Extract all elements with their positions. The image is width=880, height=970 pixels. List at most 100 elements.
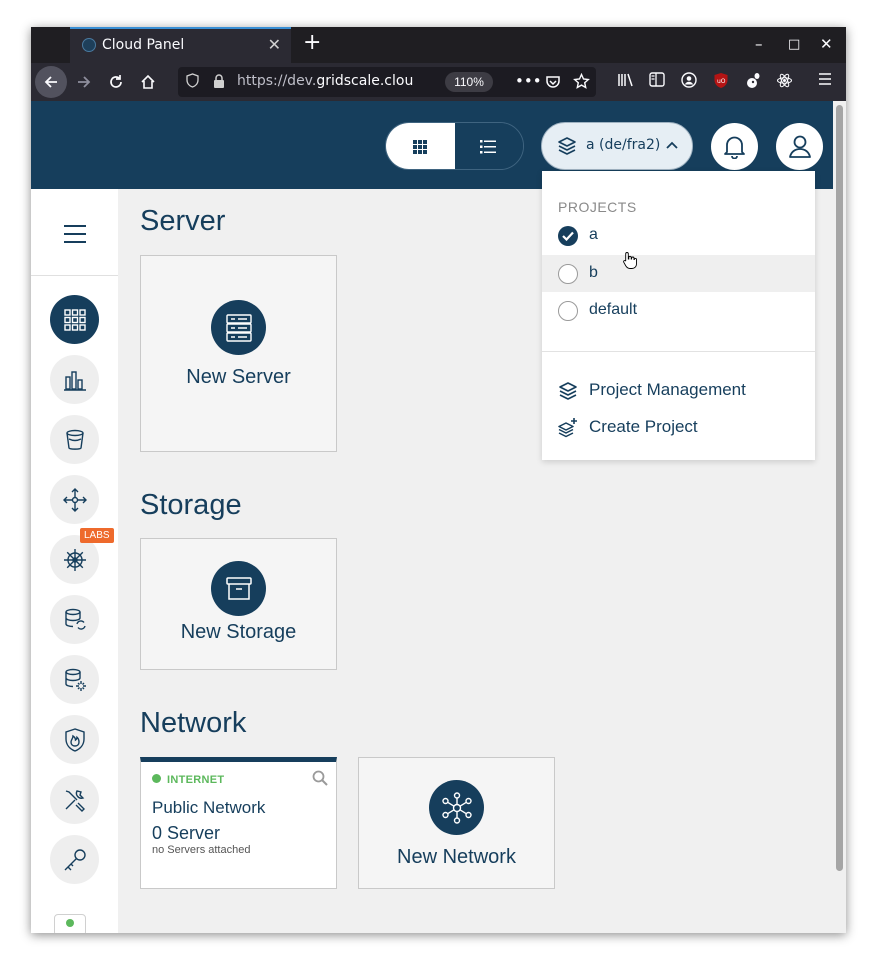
new-network-card[interactable]: New Network [358,757,555,889]
sidebar-item-ssh-keys[interactable] [50,835,99,884]
page-actions-icon[interactable]: ••• [515,72,542,90]
grid-view-button[interactable] [386,123,455,169]
view-toggle [385,122,524,170]
project-selector[interactable]: a (de/fra2) [541,122,693,170]
project-management-label: Project Management [589,380,746,399]
database-spark-icon [64,668,86,691]
user-icon [789,135,811,158]
arrow-left-icon [44,76,57,88]
dropdown-divider [542,351,815,352]
react-devtools-icon[interactable] [776,72,793,89]
back-button[interactable] [35,66,67,98]
project-selector-label: a (de/fra2) [586,137,661,153]
page-scrollbar[interactable] [833,101,846,933]
sidebar-item-object-storage[interactable] [50,415,99,464]
network-server-count: 0 Server [152,823,221,843]
layers-icon [559,382,577,400]
pocket-icon[interactable] [545,74,561,90]
new-storage-label: New Storage [180,621,297,643]
sidebar-item-tools[interactable] [50,775,99,824]
grid-icon [63,308,86,331]
radio-unchecked [558,264,578,284]
checkmark-icon [562,231,574,241]
server-icon [225,313,252,342]
sidebar-item-backups[interactable] [50,595,99,644]
favicon-icon [82,38,96,52]
new-storage-card[interactable]: New Storage [140,538,337,670]
network-icon-circle [429,780,484,835]
url-text: https://dev.gridscale.cloud [237,73,413,89]
library-icon[interactable] [617,72,634,88]
sidebar-item-databases[interactable] [50,655,99,704]
cloud-panel-app: a (de/fra2) [31,101,833,933]
bar-chart-icon [63,370,86,391]
sidebar-toggle-icon[interactable] [649,72,665,87]
ublock-icon[interactable]: uO [713,72,729,89]
tools-icon [65,789,85,812]
app-header: a (de/fra2) [31,101,833,189]
status-dot [66,919,74,927]
new-server-card[interactable]: New Server [140,255,337,452]
shield-icon[interactable] [186,73,199,88]
address-bar[interactable]: https://dev.gridscale.cloud 110% ••• [178,67,596,97]
home-icon [141,74,155,89]
public-network-card[interactable]: INTERNET Public Network 0 Server no Serv… [140,757,337,889]
lock-icon[interactable] [213,74,225,89]
sidebar-item-statistics[interactable] [50,355,99,404]
project-option-label: a [589,226,598,243]
user-profile-button[interactable] [776,123,823,170]
list-view-button[interactable] [455,123,523,169]
sidebar-item-kubernetes[interactable] [50,535,99,584]
zoom-indicator[interactable]: 110% [445,72,493,92]
layers-icon [558,137,576,155]
sidebar-divider [31,275,118,276]
grid-icon [413,140,427,154]
network-move-icon [62,487,87,512]
minimize-button[interactable]: – [755,35,763,53]
bell-icon [724,136,745,159]
browser-tab[interactable]: Cloud Panel ✕ [70,27,291,63]
gnome-icon[interactable] [745,72,761,89]
project-dropdown: PROJECTS a b default Project Management [542,171,815,460]
connection-status [54,914,86,933]
project-option-label: b [589,264,598,281]
network-name: Public Network [152,798,266,817]
tab-close-icon[interactable]: ✕ [267,35,281,54]
star-icon[interactable] [573,73,590,90]
archive-box-icon [225,576,252,600]
reload-icon [110,75,122,88]
hamburger-menu-icon[interactable] [64,225,86,249]
svg-text:uO: uO [717,78,726,85]
internet-status-label: INTERNET [167,774,225,786]
scrollbar-thumb[interactable] [836,105,843,871]
network-server-subtext: no Servers attached [152,844,251,856]
reload-button[interactable] [100,66,132,98]
maximize-button[interactable]: □ [788,37,801,52]
server-section-title: Server [140,205,226,237]
account-icon[interactable] [681,72,697,88]
radio-checked [558,226,578,246]
sidebar-item-network[interactable] [50,475,99,524]
project-management-link[interactable]: Project Management [558,378,798,404]
search-icon[interactable] [312,770,328,786]
browser-toolbar: https://dev.gridscale.cloud 110% ••• uO [31,63,846,101]
project-option-a[interactable]: a [542,217,815,254]
storage-icon-circle [211,561,266,616]
database-sync-icon [64,608,86,630]
new-tab-button[interactable]: + [303,30,322,55]
tab-strip: Cloud Panel ✕ + – □ ✕ [31,27,846,63]
close-window-button[interactable]: ✕ [820,35,833,53]
sidebar-item-dashboard[interactable] [50,295,99,344]
network-section-title: Network [140,707,247,739]
app-menu-icon[interactable] [818,72,832,86]
radio-unchecked [558,301,578,321]
home-button[interactable] [132,66,164,98]
create-project-link[interactable]: Create Project [558,415,798,441]
project-option-default[interactable]: default [542,292,815,329]
project-option-label: default [589,301,638,318]
helm-icon [63,548,86,571]
project-option-b[interactable]: b [542,255,815,292]
forward-button[interactable] [68,66,100,98]
sidebar-item-firewall[interactable] [50,715,99,764]
notifications-button[interactable] [711,123,758,170]
